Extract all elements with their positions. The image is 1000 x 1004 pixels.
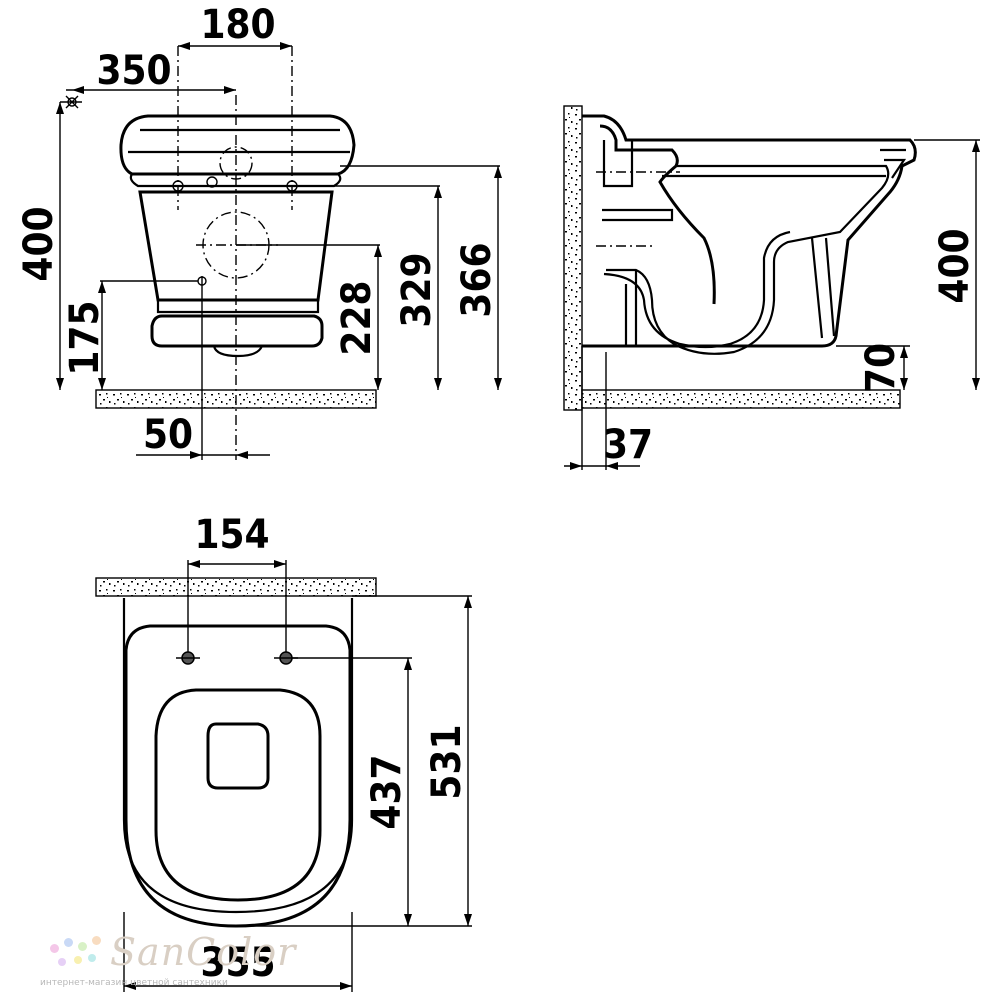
top-seat-opening — [154, 688, 322, 902]
dim-label-400-side: 400 — [932, 228, 978, 303]
top-view: 154 437 531 355 — [95, 512, 472, 992]
side-centerlines — [596, 171, 680, 247]
dim-label-437: 437 — [364, 754, 410, 829]
side-bowl-outer — [582, 114, 917, 348]
side-wall-hatch — [563, 105, 583, 411]
dim-label-350: 350 — [96, 48, 171, 94]
dim-label-180: 180 — [200, 2, 275, 48]
dim-label-355: 355 — [200, 940, 275, 986]
top-ext-355 — [123, 912, 353, 992]
dim-label-228: 228 — [334, 280, 380, 355]
front-outlet-lip — [212, 345, 264, 358]
side-bowl-inner — [599, 124, 716, 305]
front-ext-ref — [60, 95, 82, 109]
side-support — [602, 140, 836, 339]
dim-label-37: 37 — [603, 422, 653, 468]
top-seat-outer — [124, 624, 352, 928]
side-trap-inner — [603, 230, 791, 349]
dim-label-400-front: 400 — [16, 206, 62, 281]
front-small-hole — [206, 176, 218, 188]
dim-label-154: 154 — [194, 512, 269, 558]
dim-label-70: 70 — [858, 343, 904, 393]
side-ext-37 — [581, 346, 607, 470]
front-view: 180 350 400 175 228 329 366 50 — [16, 2, 502, 460]
side-floor-hatch — [581, 389, 901, 409]
side-rim-lines — [662, 148, 907, 179]
watermark-tagline: интернет-магазин цветной сантехники — [40, 978, 228, 988]
front-cap-band — [129, 173, 342, 188]
front-cap-moulding — [128, 128, 350, 154]
dim-label-50: 50 — [143, 412, 193, 458]
front-bowl-cap — [119, 114, 356, 176]
front-base-band — [156, 298, 320, 314]
side-trap-outer — [606, 164, 890, 355]
front-bolt-centerlines — [177, 46, 293, 210]
watermark: SanColor интернет-магазин цветной сантех… — [40, 930, 300, 990]
front-base — [150, 314, 324, 348]
top-bowl-drain — [206, 722, 270, 790]
dim-label-366: 366 — [454, 242, 500, 317]
top-bowl-outer — [122, 598, 354, 914]
side-base-flange — [624, 270, 638, 346]
top-ext-154 — [187, 560, 287, 652]
watermark-brand: SanColor — [110, 930, 297, 974]
side-view: 400 70 37 — [563, 105, 980, 470]
dim-label-531: 531 — [424, 724, 470, 799]
top-wall-hatch — [95, 577, 377, 597]
dim-label-175: 175 — [62, 300, 108, 375]
dim-label-329: 329 — [394, 252, 440, 327]
